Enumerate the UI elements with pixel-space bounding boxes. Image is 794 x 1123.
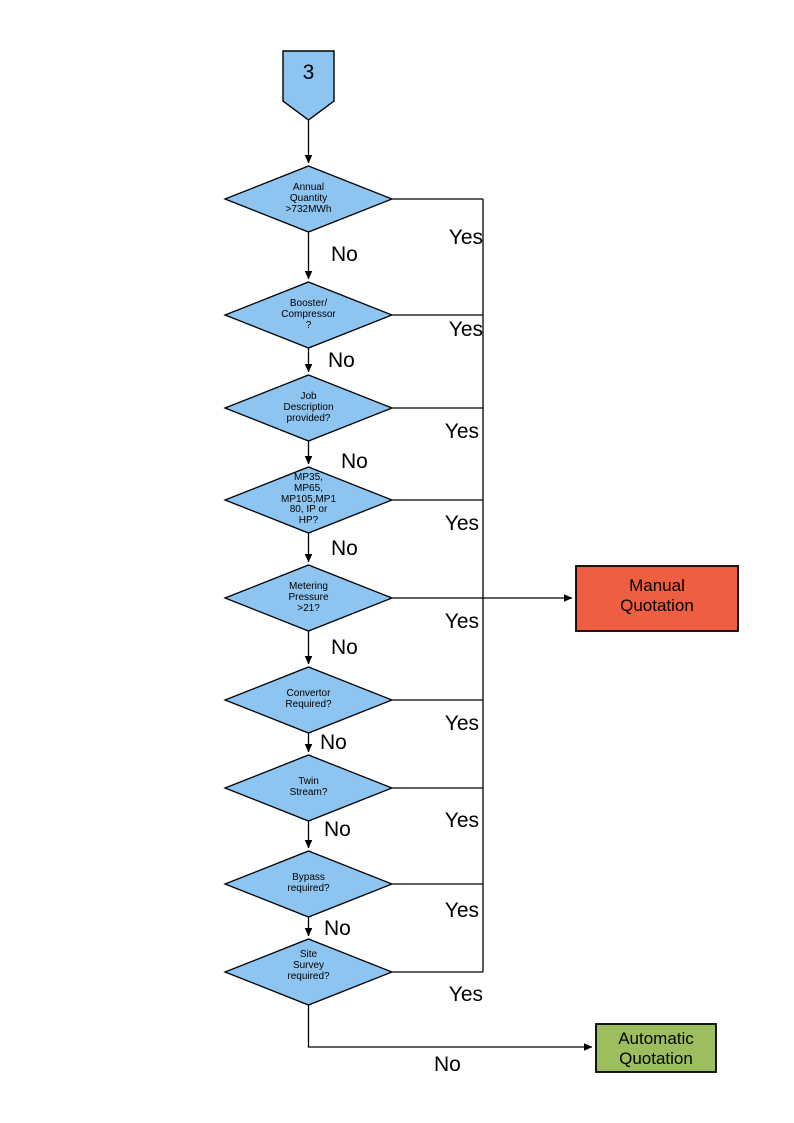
terminal-shape-manual-quotation[interactable] (575, 565, 739, 632)
edge-label-yes-booster-compressor: Yes (448, 318, 483, 341)
automatic-quotation-node[interactable] (596, 1024, 716, 1072)
edge-label-yes-site-survey: Yes (448, 983, 483, 1006)
decision-shape-metering-pressure[interactable] (223, 564, 394, 632)
decision-shape-site-survey[interactable] (223, 938, 394, 1006)
manual-quotation-node[interactable] (576, 566, 738, 631)
edge-label-yes-annual-quantity: Yes (448, 226, 483, 249)
decision-shape-job-description[interactable] (223, 374, 394, 442)
decision-shape-annual-quantity[interactable] (223, 165, 394, 233)
edge-label-no-twin-stream: No (324, 818, 351, 841)
edge-label-no-job-description: No (341, 450, 368, 473)
start-node-3[interactable] (283, 51, 334, 120)
edge-label-yes-job-description: Yes (444, 420, 479, 443)
edge-label-yes-convertor: Yes (444, 712, 479, 735)
edge-label-no-annual-quantity: No (331, 243, 358, 266)
decision-shape-bypass[interactable] (223, 850, 394, 918)
terminal-shape-automatic-quotation[interactable] (595, 1023, 717, 1073)
edge-label-yes-bypass: Yes (444, 899, 479, 922)
decision-shape-convertor[interactable] (223, 666, 394, 734)
edge-label-no-bypass: No (324, 917, 351, 940)
decision-shape-twin-stream[interactable] (223, 754, 394, 822)
edge-label-yes-metering-pressure: Yes (444, 610, 479, 633)
edge-label-no-booster-compressor: No (328, 349, 355, 372)
edge-label-no-convertor: No (320, 731, 347, 754)
decision-shape-meter-type[interactable] (223, 466, 394, 534)
edge-label-no-site-survey: No (434, 1053, 461, 1076)
edge-label-no-meter-type: No (331, 537, 358, 560)
edge-no-site-survey-to-automatic (307, 1005, 593, 1051)
decision-shape-booster-compressor[interactable] (223, 281, 394, 349)
start-shape[interactable] (282, 50, 335, 121)
edge-label-no-metering-pressure: No (331, 636, 358, 659)
edge-label-yes-meter-type: Yes (444, 512, 479, 535)
edge-label-yes-twin-stream: Yes (444, 809, 479, 832)
